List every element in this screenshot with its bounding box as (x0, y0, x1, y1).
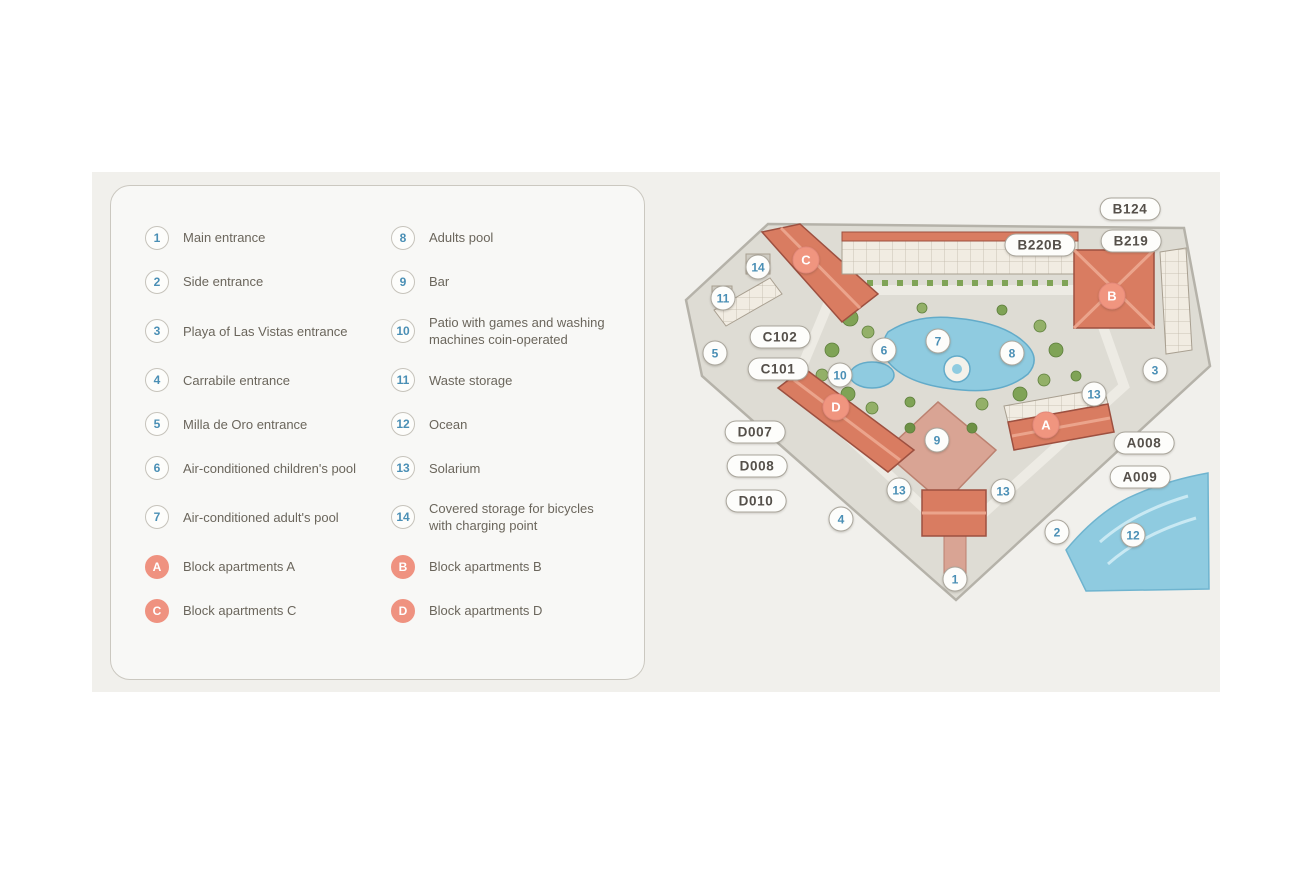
unit-label-a008[interactable]: A008 (1113, 431, 1175, 455)
map-marker-11: 11 (710, 285, 736, 311)
unit-label-b124[interactable]: B124 (1099, 197, 1161, 221)
map-marker-3: 3 (1142, 357, 1168, 383)
legend-label: Bar (429, 274, 450, 290)
unit-label-d008[interactable]: D008 (726, 454, 788, 478)
legend-badge: 10 (391, 319, 415, 344)
legend-label: Block apartments B (429, 559, 542, 575)
legend-badge: 14 (391, 505, 415, 530)
legend-badge: 9 (391, 270, 415, 294)
map-marker-9: 9 (924, 427, 950, 453)
map-marker-a: A (1032, 411, 1060, 439)
legend-label: Carrabile entrance (183, 372, 290, 388)
legend-badge: D (391, 598, 415, 623)
legend-badge: 7 (145, 505, 169, 530)
legend-row: 4 Carrabile entrance 11 Waste storage (145, 358, 610, 402)
legend-label: Milla de Oro entrance (183, 416, 308, 432)
map-marker-6: 6 (871, 337, 897, 363)
unit-label-b220b[interactable]: B220B (1004, 233, 1076, 257)
garden-trees (815, 302, 1082, 434)
site-plan-illustration (684, 222, 1212, 602)
legend-label: Block apartments A (183, 559, 295, 575)
main-pool (882, 316, 1035, 392)
map-marker-c: C (792, 246, 820, 274)
unit-label-b219[interactable]: B219 (1100, 229, 1162, 253)
legend-label: Patio with games and washing machines co… (429, 315, 605, 348)
legend-row: 7 Air-conditioned adult's pool 14 Covere… (145, 490, 610, 544)
map-marker-12: 12 (1120, 522, 1146, 548)
legend-row: A Block apartments A B Block apartments … (145, 545, 610, 589)
legend-row: 6 Air-conditioned children's pool 13 Sol… (145, 446, 610, 490)
legend-label: Main entrance (183, 230, 266, 246)
legend-card: 1 Main entrance 8 Adults pool 2 Side ent… (110, 185, 645, 680)
map-marker-d: D (822, 393, 850, 421)
map-marker-7: 7 (925, 328, 951, 354)
legend-badge: 11 (391, 368, 415, 393)
legend-label: Covered storage for bicycles with chargi… (429, 501, 594, 534)
legend-badge: C (145, 598, 169, 623)
legend-label: Block apartments D (429, 603, 543, 619)
legend-badge: 2 (145, 270, 169, 294)
legend-badge: 1 (145, 226, 169, 250)
map-marker-1: 1 (942, 566, 968, 592)
map-marker-5: 5 (702, 340, 728, 366)
map-marker-13-3: 13 (990, 478, 1016, 504)
legend-badge: 13 (391, 456, 415, 481)
legend-label: Air-conditioned children's pool (183, 460, 357, 476)
legend-label: Waste storage (429, 372, 513, 388)
legend-row: 2 Side entrance 9 Bar (145, 260, 610, 304)
map-marker-14: 14 (745, 254, 771, 280)
map-marker-13-2: 13 (886, 477, 912, 503)
legend-label: Side entrance (183, 274, 264, 290)
legend-row: 1 Main entrance 8 Adults pool (145, 216, 610, 260)
map-marker-8: 8 (999, 340, 1025, 366)
legend-badge: 3 (145, 319, 169, 344)
legend-badge: 12 (391, 412, 415, 437)
legend-label: Adults pool (429, 230, 494, 246)
legend-label: Playa of Las Vistas entrance (183, 323, 348, 339)
legend-badge: A (145, 554, 169, 579)
legend-label: Air-conditioned adult's pool (183, 509, 339, 525)
legend-row: 3 Playa of Las Vistas entrance 10 Patio … (145, 304, 610, 358)
map-marker-13: 13 (1081, 381, 1107, 407)
map-marker-2: 2 (1044, 519, 1070, 545)
legend-label: Ocean (429, 416, 468, 432)
legend-badge: 8 (391, 226, 415, 250)
legend-badge: 5 (145, 412, 169, 437)
east-apartments (1159, 247, 1193, 355)
map-marker-4: 4 (828, 506, 854, 532)
map-section: 1 Main entrance 8 Adults pool 2 Side ent… (92, 172, 1220, 692)
legend-label: Block apartments C (183, 603, 297, 619)
map-marker-10: 10 (827, 362, 853, 388)
legend-badge: B (391, 554, 415, 579)
map-marker-b: B (1098, 282, 1126, 310)
legend-label: Solarium (429, 460, 481, 476)
unit-label-c101[interactable]: C101 (747, 357, 809, 381)
legend-row: 5 Milla de Oro entrance 12 Ocean (145, 402, 610, 446)
legend-badge: 6 (145, 456, 169, 481)
legend-row: C Block apartments C D Block apartments … (145, 589, 610, 633)
unit-label-a009[interactable]: A009 (1109, 465, 1171, 489)
unit-label-d007[interactable]: D007 (724, 420, 786, 444)
unit-label-d010[interactable]: D010 (725, 489, 787, 513)
legend-badge: 4 (145, 368, 169, 393)
unit-label-c102[interactable]: C102 (749, 325, 811, 349)
